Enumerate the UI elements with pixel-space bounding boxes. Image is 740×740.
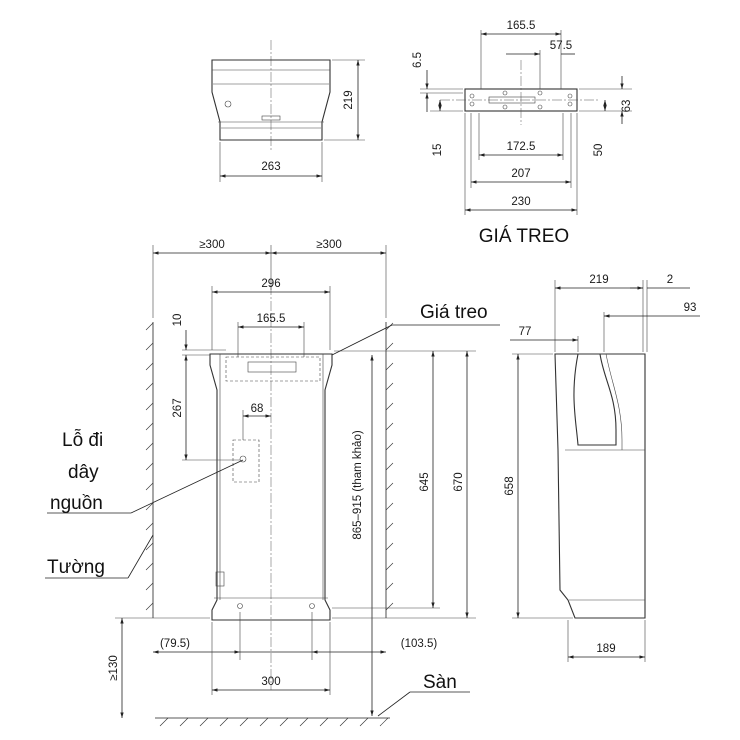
top-view: 219 263 — [211, 40, 365, 182]
top-width-dim: 263 — [261, 161, 280, 173]
bracket-dim-57: 57.5 — [550, 40, 572, 52]
bracket-view: 165.5 57.5 6.5 15 63 50 172.5 207 — [412, 20, 633, 247]
side-dim-219: 219 — [589, 274, 608, 286]
side-dim-93: 93 — [684, 302, 697, 314]
front-dim-left-offset: (79.5) — [160, 638, 190, 650]
front-dim-68: 68 — [251, 403, 264, 415]
wall-right — [385, 322, 394, 618]
floor — [155, 717, 390, 727]
side-dim-77: 77 — [519, 326, 532, 338]
wall-left — [145, 322, 154, 618]
front-dim-165: 165.5 — [257, 313, 286, 325]
front-dim-267: 267 — [172, 398, 184, 417]
front-dim-clear-left: ≥300 — [199, 239, 225, 251]
label-wall: Tường — [47, 557, 105, 578]
front-dim-10: 10 — [172, 314, 184, 327]
front-dim-296: 296 — [261, 278, 280, 290]
bracket-dim-6: 6.5 — [412, 52, 424, 68]
bracket-dim-50: 50 — [593, 144, 605, 157]
bracket-dim-165: 165.5 — [507, 20, 536, 32]
side-view: 219 2 93 77 658 189 — [504, 274, 700, 662]
front-dim-645: 645 — [419, 472, 431, 491]
front-dim-floor-clear: ≥130 — [108, 655, 120, 681]
label-hole-1: Lỗ đi — [62, 429, 103, 451]
label-hole-3: nguồn — [50, 493, 103, 514]
bracket-dim-172: 172.5 — [507, 141, 536, 153]
label-bracket: Giá treo — [420, 302, 488, 323]
front-dim-right-offset: (103.5) — [401, 638, 438, 650]
bracket-dim-207: 207 — [511, 168, 530, 180]
bracket-title: GIÁ TREO — [479, 226, 569, 247]
front-dim-300: 300 — [261, 676, 280, 688]
front-dim-clear-right: ≥300 — [316, 239, 342, 251]
top-height-dim: 219 — [343, 90, 355, 109]
side-dim-189: 189 — [596, 643, 615, 655]
bracket-dim-63: 63 — [621, 100, 633, 113]
side-dim-658: 658 — [504, 476, 516, 495]
front-view: ≥300 ≥300 296 165.5 10 267 68 865–915 (t… — [45, 239, 500, 727]
label-hole-2: dây — [68, 462, 99, 483]
bracket-dim-230: 230 — [511, 196, 530, 208]
front-dim-height-ref: 865–915 (tham khảo) — [352, 430, 364, 539]
side-dim-2: 2 — [667, 274, 673, 286]
bracket-dim-15: 15 — [432, 144, 444, 157]
label-floor: Sàn — [423, 672, 457, 693]
front-dim-670: 670 — [453, 472, 465, 491]
